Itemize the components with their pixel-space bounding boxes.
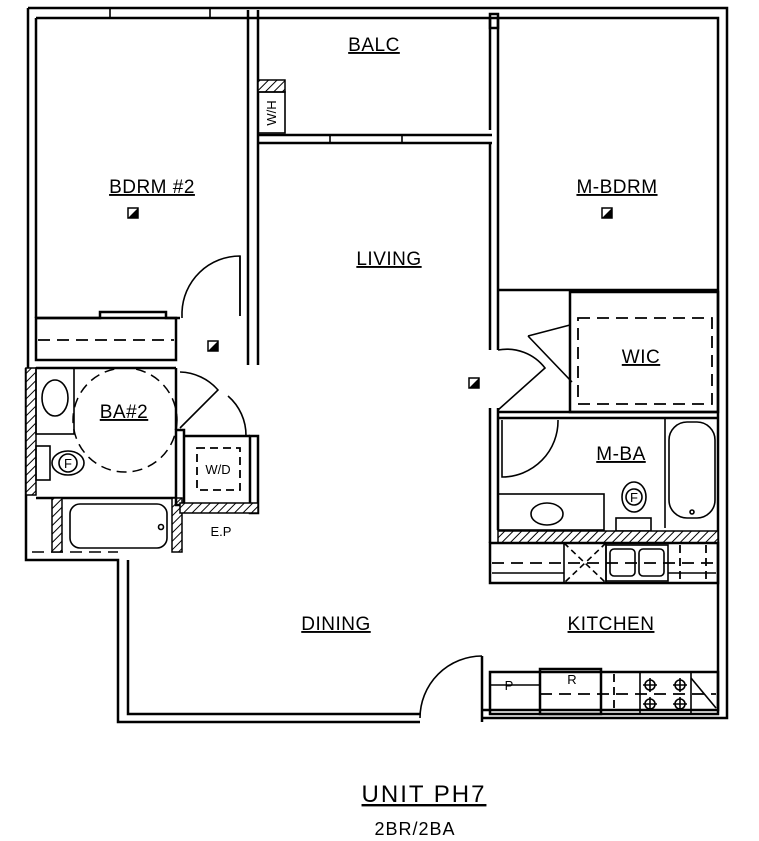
water-heater-label: W/H [264, 100, 279, 125]
room-label-master-bedroom: M-BDRM [576, 177, 657, 198]
unit-title: UNIT PH7 [362, 781, 487, 808]
kitchen: P R KITCHEN [488, 541, 720, 716]
washer-dryer-label: W/D [205, 462, 230, 477]
laundry-closet: W/D E.P [174, 428, 260, 539]
room-label-wic: WIC [622, 347, 660, 368]
room-label-bedroom-2: BDRM #2 [109, 177, 195, 198]
room-label-bath-2: BA#2 [100, 402, 148, 423]
room-label-dining: DINING [301, 614, 371, 635]
dining: DINING [301, 614, 483, 719]
pantry-label: P [505, 678, 514, 693]
refrigerator-label: R [567, 672, 576, 687]
room-label-master-bath: M-BA [596, 444, 646, 465]
unit-subtitle: 2BR/2BA [374, 819, 455, 839]
toilet-mark: F [64, 456, 72, 471]
master-bedroom: M-BDRM WIC [488, 12, 720, 543]
electrical-panel-label: E.P [211, 524, 232, 539]
bath-2: F BA#2 [25, 366, 247, 553]
room-label-kitchen: KITCHEN [568, 614, 655, 635]
balcony: W/H BALC [257, 35, 492, 145]
stove-burners [643, 678, 687, 711]
room-label-balcony: BALC [348, 35, 400, 56]
master-bath: F M-BA [497, 410, 719, 544]
master-toilet-mark: F [630, 490, 638, 505]
smoke-detector-icons [127, 207, 613, 389]
bedroom-2: BDRM #2 [34, 10, 260, 365]
room-label-living: LIVING [356, 249, 421, 270]
